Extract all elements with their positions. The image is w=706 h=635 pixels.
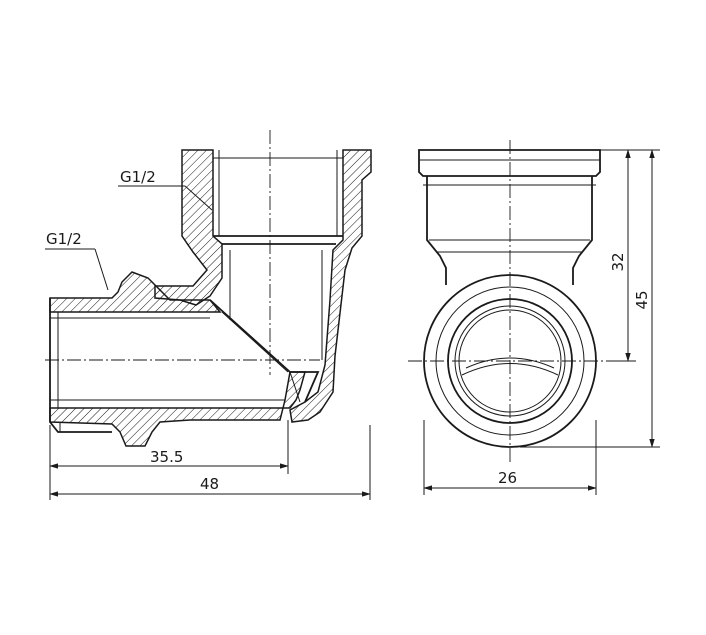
dimension-label-45: 45 xyxy=(633,290,651,309)
socket-wall-right xyxy=(289,149,372,423)
dimension-label-26: 26 xyxy=(498,469,517,487)
dimension-label-48: 48 xyxy=(200,475,219,493)
thread-label-female: G1/2 xyxy=(120,168,156,186)
spigot-wall-bottom xyxy=(49,371,306,447)
socket-wall-left xyxy=(154,149,223,306)
thread-label-male: G1/2 xyxy=(46,230,82,248)
dimension-label-35-5: 35.5 xyxy=(150,448,183,466)
socket-body xyxy=(426,176,593,285)
socket-collar xyxy=(418,149,601,177)
dimension-label-32: 32 xyxy=(609,252,627,271)
side-view xyxy=(408,140,660,495)
spigot-wall-top xyxy=(49,271,222,313)
section-view xyxy=(45,130,372,500)
